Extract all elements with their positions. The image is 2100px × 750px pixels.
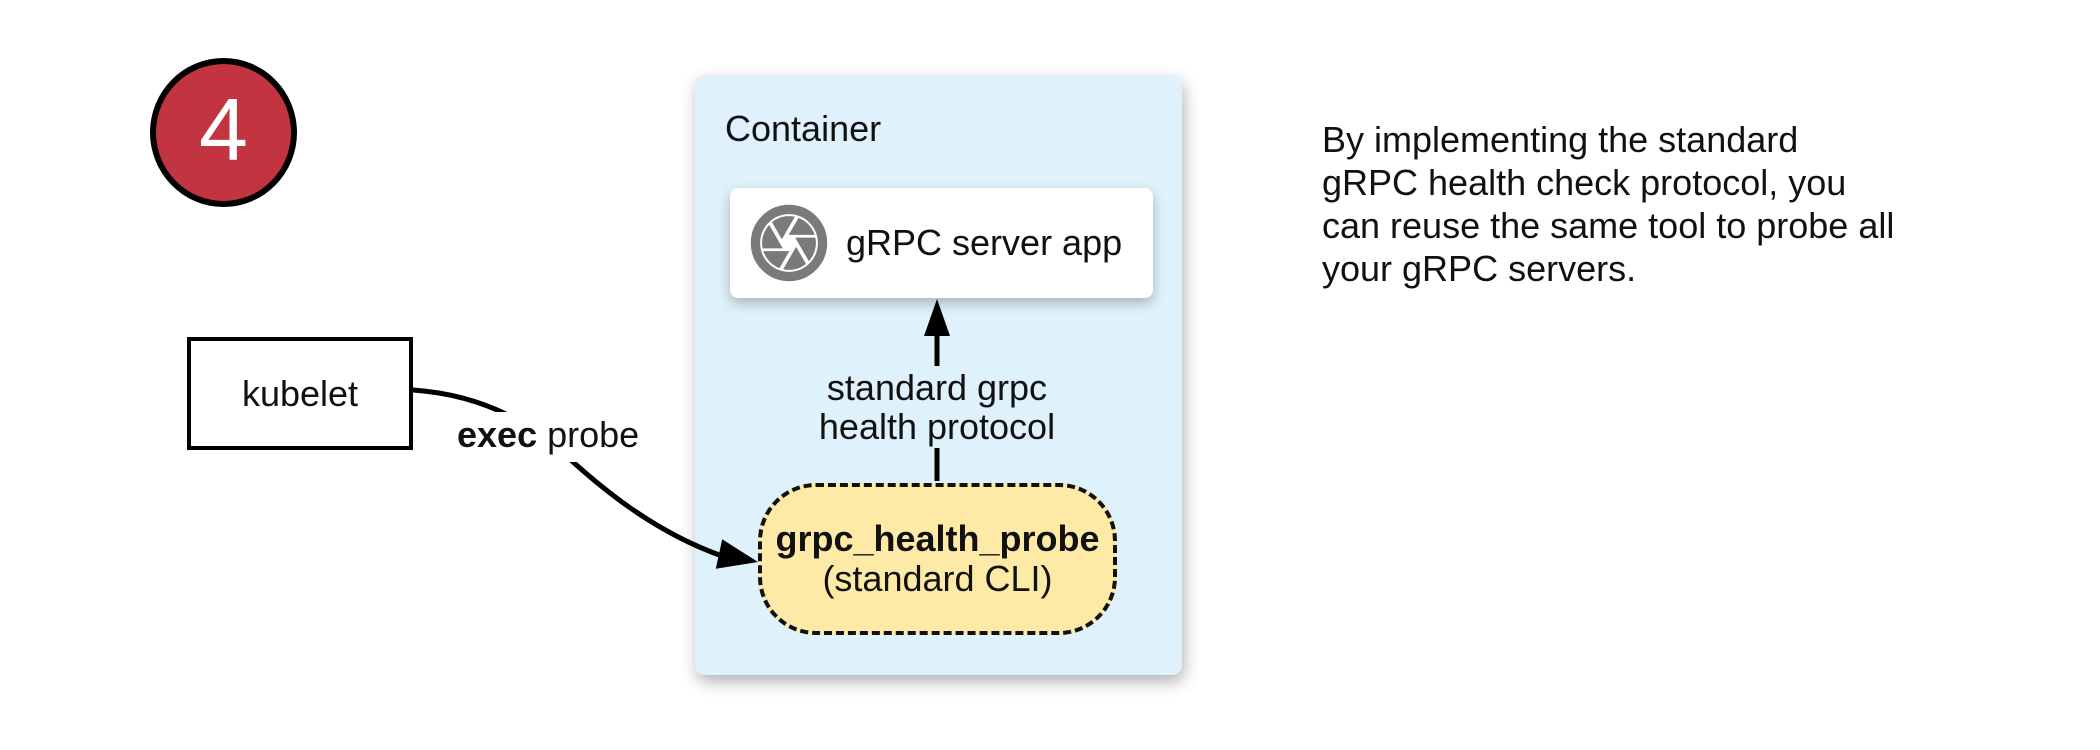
kubelet-label: kubelet: [241, 372, 359, 414]
container-label: Container: [725, 108, 882, 149]
container-box: Container gRPC server app grpc_health_pr…: [695, 75, 1182, 675]
grpc-health-probe-subtitle: (standard CLI): [822, 558, 1053, 599]
grpc-server-app-box: gRPC server app: [730, 188, 1153, 298]
health-protocol-label-line1: standard grpc: [826, 367, 1048, 408]
step-number: 4: [199, 79, 248, 179]
note-line: can reuse the same tool to probe all: [1322, 205, 1895, 246]
health-protocol-label: standard grpc health protocol: [808, 366, 1066, 448]
note-line: gRPC health check protocol, you: [1322, 162, 1847, 203]
grpc-health-probe-box: grpc_health_probe (standard CLI): [758, 483, 1117, 635]
kubelet-box: kubelet: [187, 337, 413, 450]
exec-probe-label-bold: exec: [457, 414, 538, 455]
aperture-icon: [750, 204, 828, 282]
health-protocol-label-line2: health protocol: [818, 406, 1056, 447]
exec-probe-label-rest: probe: [537, 414, 640, 455]
note-line: By implementing the standard: [1322, 119, 1799, 160]
note-text: By implementing the standard gRPC health…: [1322, 118, 1894, 290]
step-badge: 4: [150, 58, 297, 207]
grpc-health-probe-title: grpc_health_probe: [775, 517, 1100, 559]
grpc-server-app-label: gRPC server app: [846, 222, 1123, 263]
aperture-icon-ring: [750, 204, 828, 282]
note-line: your gRPC servers.: [1322, 248, 1637, 289]
aperture-icon-blades: [762, 216, 816, 270]
exec-probe-label: exec probe: [452, 412, 645, 462]
